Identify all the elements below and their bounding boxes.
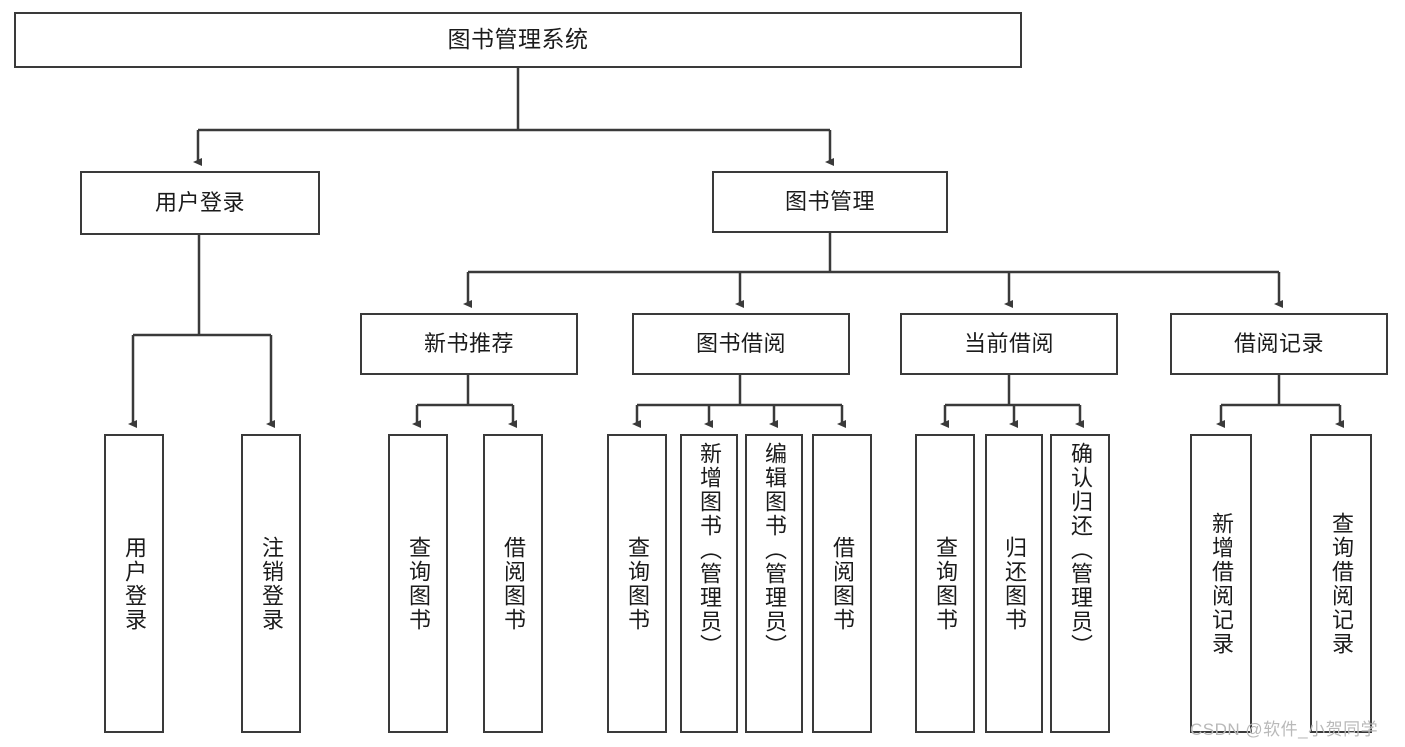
leaf-label: 编辑图书（管理员） xyxy=(762,442,787,658)
leaf-current-borrow-return[interactable]: 归还图书 xyxy=(985,434,1043,733)
leaf-book-borrow-query[interactable]: 查询图书 xyxy=(607,434,667,733)
leaf-new-book-query[interactable]: 查询图书 xyxy=(388,434,448,733)
node-current-borrow[interactable]: 当前借阅 xyxy=(900,313,1118,375)
node-book-management[interactable]: 图书管理 xyxy=(712,171,948,233)
node-user-login-label: 用户登录 xyxy=(154,190,245,216)
node-borrow-record[interactable]: 借阅记录 xyxy=(1170,313,1388,375)
leaf-book-borrow-add[interactable]: 新增图书（管理员） xyxy=(680,434,738,733)
node-new-book-recommend-label: 新书推荐 xyxy=(423,331,514,357)
leaf-label: 查询图书 xyxy=(933,535,958,632)
leaf-current-borrow-query[interactable]: 查询图书 xyxy=(915,434,975,733)
leaf-label: 注销登录 xyxy=(259,535,284,632)
leaf-new-book-borrow[interactable]: 借阅图书 xyxy=(483,434,543,733)
leaf-label: 归还图书 xyxy=(1002,535,1027,632)
node-book-management-label: 图书管理 xyxy=(784,189,875,215)
node-root[interactable]: 图书管理系统 xyxy=(14,12,1022,68)
node-current-borrow-label: 当前借阅 xyxy=(963,331,1054,357)
watermark: CSDN @软件_小贺同学 xyxy=(1190,720,1379,739)
leaf-label: 借阅图书 xyxy=(501,535,526,632)
leaf-user-login-logout[interactable]: 注销登录 xyxy=(241,434,301,733)
leaf-label: 查询图书 xyxy=(625,535,650,632)
node-book-borrow-label: 图书借阅 xyxy=(695,331,786,357)
leaf-label: 新增图书（管理员） xyxy=(697,442,722,658)
leaf-current-borrow-confirm-return[interactable]: 确认归还（管理员） xyxy=(1050,434,1110,733)
leaf-book-borrow-edit[interactable]: 编辑图书（管理员） xyxy=(745,434,803,733)
leaf-label: 借阅图书 xyxy=(830,535,855,632)
leaf-borrow-record-add[interactable]: 新增借阅记录 xyxy=(1190,434,1252,733)
leaf-borrow-record-query[interactable]: 查询借阅记录 xyxy=(1310,434,1372,733)
node-new-book-recommend[interactable]: 新书推荐 xyxy=(360,313,578,375)
node-user-login[interactable]: 用户登录 xyxy=(80,171,320,235)
leaf-label: 确认归还（管理员） xyxy=(1068,442,1093,658)
node-root-label: 图书管理系统 xyxy=(447,26,589,53)
leaf-label: 查询借阅记录 xyxy=(1329,511,1354,656)
leaf-label: 用户登录 xyxy=(122,535,147,632)
leaf-book-borrow-borrow[interactable]: 借阅图书 xyxy=(812,434,872,733)
leaf-label: 查询图书 xyxy=(406,535,431,632)
node-borrow-record-label: 借阅记录 xyxy=(1233,331,1324,357)
leaf-user-login-login[interactable]: 用户登录 xyxy=(104,434,164,733)
node-book-borrow[interactable]: 图书借阅 xyxy=(632,313,850,375)
leaf-label: 新增借阅记录 xyxy=(1209,511,1234,656)
